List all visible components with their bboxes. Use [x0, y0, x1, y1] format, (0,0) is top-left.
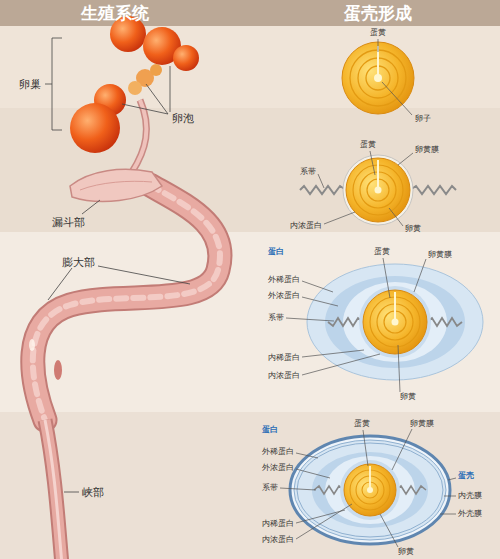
egg-part: 内浓蛋白: [262, 536, 294, 544]
egg-part: 系带: [262, 484, 278, 492]
egg-part: 蛋黄: [354, 420, 370, 428]
column-heading: 生殖系统: [81, 5, 149, 22]
egg-group: 蛋白: [262, 426, 278, 434]
egg-part: 卵子: [415, 115, 431, 123]
egg-part: 内稀蛋白: [268, 354, 300, 362]
egg-part: 卵黄: [405, 225, 421, 233]
egg-part: 内稀蛋白: [262, 520, 294, 528]
header-band: [0, 0, 500, 26]
egg-part: 蛋黄: [374, 248, 390, 256]
part-name: 卵泡: [172, 113, 194, 124]
egg-part: 外壳膜: [458, 510, 482, 518]
egg-part: 系带: [268, 314, 284, 322]
part-name: 峡部: [82, 487, 104, 498]
egg-part: 内壳膜: [458, 492, 482, 500]
oviduct: [29, 100, 220, 559]
egg-part: 卵黄膜: [415, 146, 439, 154]
leader-lines: [45, 38, 190, 492]
egg-group: 蛋白: [268, 248, 284, 256]
yolk-stage-2: [300, 155, 456, 225]
egg-part: 外稀蛋白: [262, 448, 294, 456]
egg-stage-3: [307, 264, 483, 380]
egg-part: 卵黄: [398, 548, 414, 556]
band: [0, 26, 500, 108]
egg-part: 系带: [300, 168, 316, 176]
part-name: 膨大部: [62, 257, 95, 268]
column-heading: 蛋壳形成: [344, 5, 412, 22]
egg-part: 内浓蛋白: [268, 372, 300, 380]
egg-part: 卵黄膜: [428, 251, 452, 259]
egg-part: 外浓蛋白: [268, 292, 300, 300]
ovary: [70, 16, 199, 153]
part-name: 漏斗部: [52, 217, 85, 228]
egg-part: 蛋黄: [360, 141, 376, 149]
band: [0, 232, 500, 412]
egg-part: 卵黄膜: [410, 420, 434, 428]
part-name: 卵巢: [19, 79, 41, 90]
egg-part: 蛋黄: [370, 29, 386, 37]
egg-part: 外浓蛋白: [262, 464, 294, 472]
egg-group: 蛋壳: [458, 472, 474, 480]
band: [0, 412, 500, 559]
leader-lines: [280, 39, 456, 547]
yolk-stage-1: [342, 42, 414, 114]
egg-part: 外稀蛋白: [268, 276, 300, 284]
egg-part: 内浓蛋白: [290, 222, 322, 230]
egg-part: 卵黄: [400, 393, 416, 401]
